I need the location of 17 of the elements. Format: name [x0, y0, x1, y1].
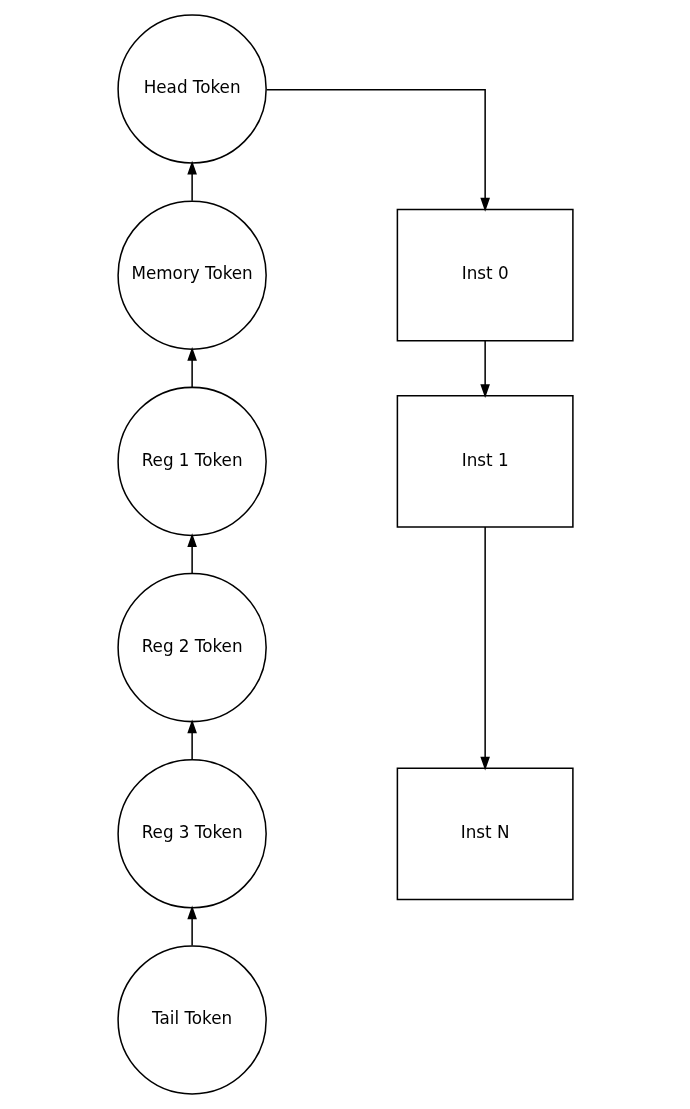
arrow — [265, 89, 490, 212]
arrow — [186, 533, 197, 574]
arrow — [479, 526, 490, 771]
node-circle: Reg 2 Token — [116, 572, 267, 723]
node-circle: Head Token — [116, 14, 267, 164]
node-circle: Reg 1 Token — [116, 386, 267, 537]
arrow — [186, 160, 197, 202]
arrow — [186, 905, 197, 947]
arrow — [186, 719, 197, 761]
node-circle: Tail Token — [116, 945, 267, 1095]
node-circle: Memory Token — [116, 200, 267, 350]
node-box: Inst N — [396, 767, 574, 901]
node-box: Inst 0 — [396, 208, 574, 342]
node-box: Inst 1 — [396, 395, 574, 528]
arrow — [479, 340, 490, 399]
arrow — [186, 347, 197, 388]
node-circle: Reg 3 Token — [116, 759, 267, 909]
